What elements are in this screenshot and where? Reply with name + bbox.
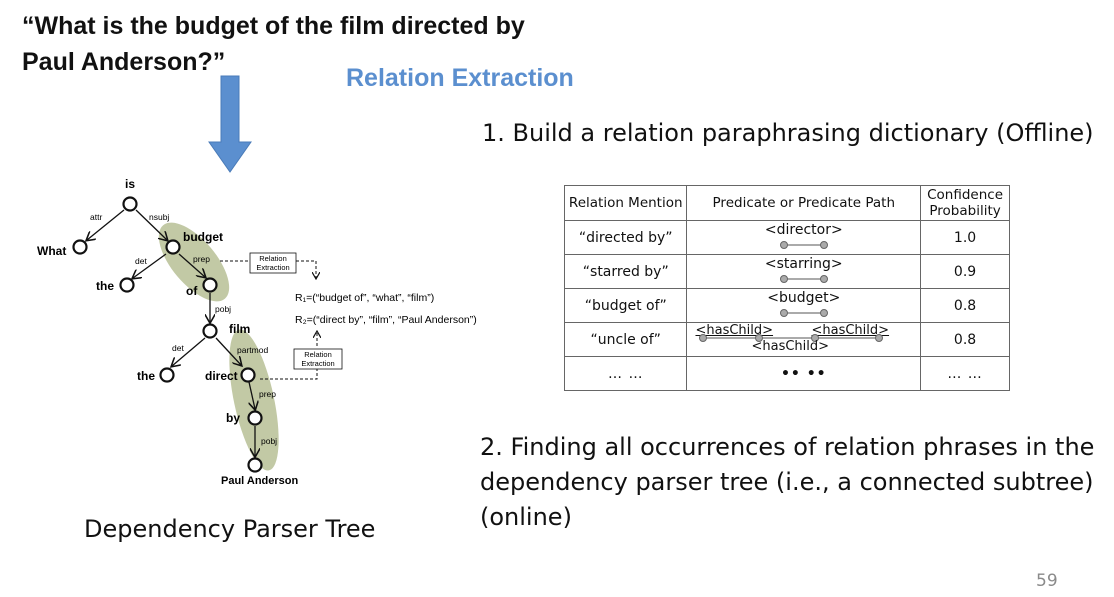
- predicate-edge-icon: [779, 241, 828, 249]
- label-the-1: the: [96, 279, 114, 293]
- node-film: [202, 323, 218, 339]
- ellipsis-cell: … …: [563, 356, 688, 391]
- label-the-2: the: [137, 369, 155, 383]
- node-what: [72, 239, 88, 255]
- box1-line1: Relation: [259, 254, 287, 263]
- relation-extraction-box-2: [293, 348, 343, 370]
- question-text: “What is the budget of the film directed…: [22, 12, 525, 76]
- header-confidence: Confidence Probability: [920, 185, 1010, 221]
- label-by: by: [226, 411, 240, 425]
- ellipsis-cell: … …: [920, 356, 1010, 391]
- section-title: Relation Extraction: [346, 64, 574, 92]
- label-direct: direct: [205, 369, 238, 383]
- node-direct: [240, 367, 256, 383]
- mention-cell: “uncle of”: [563, 322, 688, 357]
- edge-prep-1: prep: [193, 254, 210, 264]
- edge-partmod: partmod: [237, 345, 268, 355]
- dependency-tree: is What budget the of film the direct by…: [37, 177, 477, 487]
- label-what: What: [37, 244, 66, 258]
- relation-r2: R₂=(“direct by”, “film”, “Paul Anderson”…: [295, 314, 477, 326]
- predicate-edge-icon: [779, 309, 828, 317]
- page-number: 59: [1036, 571, 1058, 591]
- mention-cell: “budget of”: [563, 288, 688, 323]
- predicate-cell: <director>: [686, 220, 922, 255]
- header-relation-mention: Relation Mention: [563, 185, 688, 221]
- relation-extraction-box-1: [249, 252, 297, 274]
- edge-attr: attr: [90, 212, 102, 222]
- step-2-text: 2. Finding all occurrences of relation p…: [480, 433, 1095, 531]
- label-is: is: [125, 177, 135, 191]
- table-row: “directed by” <director> 1.0: [563, 220, 1010, 255]
- confidence-cell: 0.8: [920, 322, 1010, 357]
- label-budget: budget: [183, 230, 223, 244]
- table-row: “starred by” <starring> 0.9: [563, 254, 1010, 289]
- confidence-cell: 0.9: [920, 254, 1010, 289]
- header-predicate-path: Predicate or Predicate Path: [686, 185, 922, 221]
- predicate-cell: <budget>: [686, 288, 922, 323]
- node-is: [122, 196, 138, 212]
- edge-det-1: det: [135, 256, 147, 266]
- node-paul-anderson: [247, 457, 263, 473]
- edge-pobj-1: pobj: [215, 304, 231, 314]
- label-of: of: [186, 284, 198, 298]
- down-arrow-icon: [208, 75, 252, 173]
- node-by: [247, 410, 263, 426]
- node-the-2: [159, 367, 175, 383]
- label-paul-anderson: Paul Anderson: [221, 475, 298, 487]
- label-film: film: [229, 322, 250, 336]
- table-row: … … •• •• … …: [563, 356, 1010, 391]
- table-row: “budget of” <budget> 0.8: [563, 288, 1010, 323]
- mention-cell: “directed by”: [563, 220, 688, 255]
- box2-line2: Extraction: [301, 359, 334, 368]
- mention-cell: “starred by”: [563, 254, 688, 289]
- relation-r1: R₁=(“budget of”, “what”, “film”): [295, 292, 434, 304]
- table-row: “uncle of” <hasChild> <hasChild> <hasChi…: [563, 322, 1010, 357]
- tree-caption: Dependency Parser Tree: [84, 515, 376, 543]
- predicate-edge-icon: [779, 275, 828, 283]
- node-budget: [165, 239, 181, 255]
- ellipsis-cell: •• ••: [686, 356, 922, 391]
- edge-pobj-2: pobj: [261, 436, 277, 446]
- edge-nsubj: nsubj: [149, 212, 169, 222]
- edge-det-2: det: [172, 343, 184, 353]
- predicate-cell: <starring>: [686, 254, 922, 289]
- node-the-1: [119, 277, 135, 293]
- confidence-cell: 1.0: [920, 220, 1010, 255]
- relation-dictionary-table: Relation Mention Predicate or Predicate …: [563, 185, 1010, 391]
- node-of: [202, 277, 218, 293]
- edge-prep-2: prep: [259, 389, 276, 399]
- box1-line2: Extraction: [256, 263, 289, 272]
- predicate-path-edge-icon: [699, 334, 884, 342]
- box2-line1: Relation: [304, 350, 332, 359]
- predicate-path-cell: <hasChild> <hasChild> <hasChild>: [686, 322, 922, 357]
- step-1-text: 1. Build a relation paraphrasing diction…: [482, 119, 1094, 147]
- confidence-cell: 0.8: [920, 288, 1010, 323]
